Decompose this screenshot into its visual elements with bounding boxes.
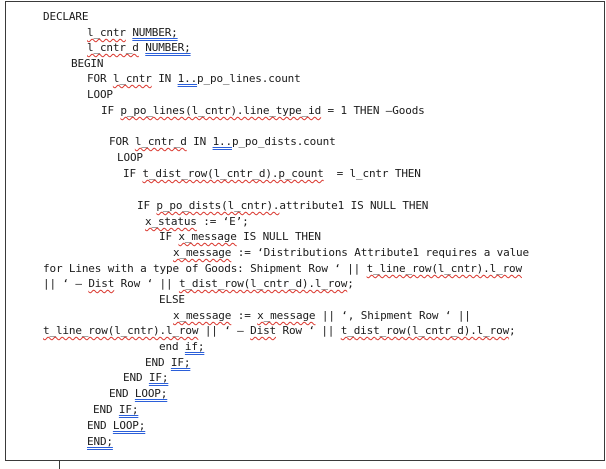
code-line: DECLARE (43, 10, 89, 23)
code-line: x_message := x_message || ‘, Shipment Ro… (173, 309, 471, 322)
code-line: x_message := ‘Distributions Attribute1 r… (173, 246, 530, 259)
code-line: IF x_message IS NULL THEN (159, 230, 321, 243)
code-line: FOR l_cntr IN 1..p_po_lines.count (87, 72, 301, 85)
code-line: FOR l_cntr_d IN 1..p_po_dists.count (109, 135, 336, 148)
code-line: LOOP (117, 151, 143, 164)
code-line: IF p_po_lines(l_cntr).line_type_id = 1 T… (101, 104, 425, 117)
code-line: END IF; (93, 403, 139, 416)
code-line: || ‘ – Dist Row ‘ || t_dist_row(l_cntr_d… (43, 277, 354, 290)
code-line: for Lines with a type of Goods: Shipment… (43, 262, 522, 275)
code-line: ELSE (159, 293, 185, 306)
code-line: LOOP (87, 88, 113, 101)
code-line: l_cntr_d NUMBER; (87, 41, 191, 54)
code-line: end if; (159, 340, 205, 353)
code-line: BEGIN (71, 57, 104, 70)
code-line: IF t_dist_row(l_cntr_d).p_count = l_cntr… (123, 167, 421, 180)
code-line: x_status := ‘E’; (145, 215, 249, 228)
code-line: END IF; (123, 371, 169, 384)
code-line: t_line_row(l_cntr).l_row || ‘ – Dist Row… (43, 324, 516, 337)
code-line: IF p_po_dists(l_cntr).attribute1 IS NULL… (137, 199, 429, 212)
code-block-frame (5, 1, 605, 461)
code-line: END IF; (145, 356, 191, 369)
code-line: l_cntr NUMBER; (87, 26, 178, 39)
code-line: END; (87, 435, 113, 448)
frame-tick-mark (59, 460, 60, 469)
code-line: END LOOP; (109, 387, 168, 400)
code-line: END LOOP; (87, 419, 146, 432)
